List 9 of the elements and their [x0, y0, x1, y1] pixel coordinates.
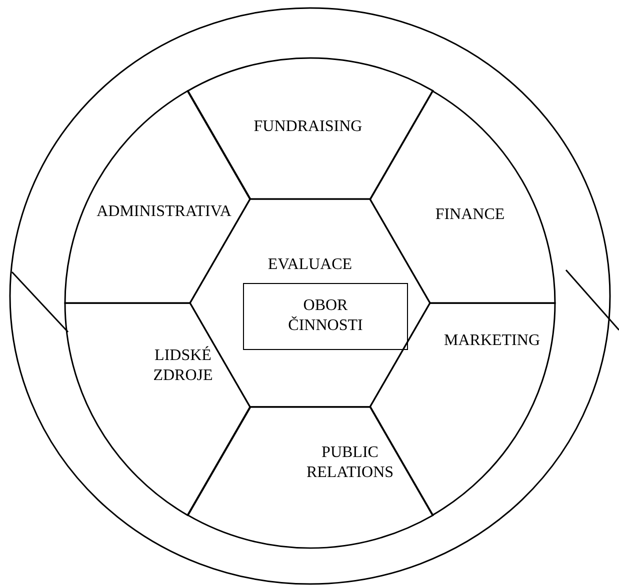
segment-label: FUNDRAISING — [252, 117, 364, 137]
box-label: OBOR ČINNOSTI — [287, 296, 364, 336]
segment-label: ADMINISTRATIVA — [96, 202, 232, 222]
segment-label: PUBLIC RELATIONS — [305, 442, 395, 483]
core-box — [243, 282, 408, 350]
segment-label: LIDSKÉ ZDROJE — [152, 346, 214, 386]
segment-label: MARKETING — [443, 331, 541, 351]
hexagon-label: EVALUACE — [268, 254, 352, 275]
segment-label: FINANCE — [434, 204, 506, 225]
